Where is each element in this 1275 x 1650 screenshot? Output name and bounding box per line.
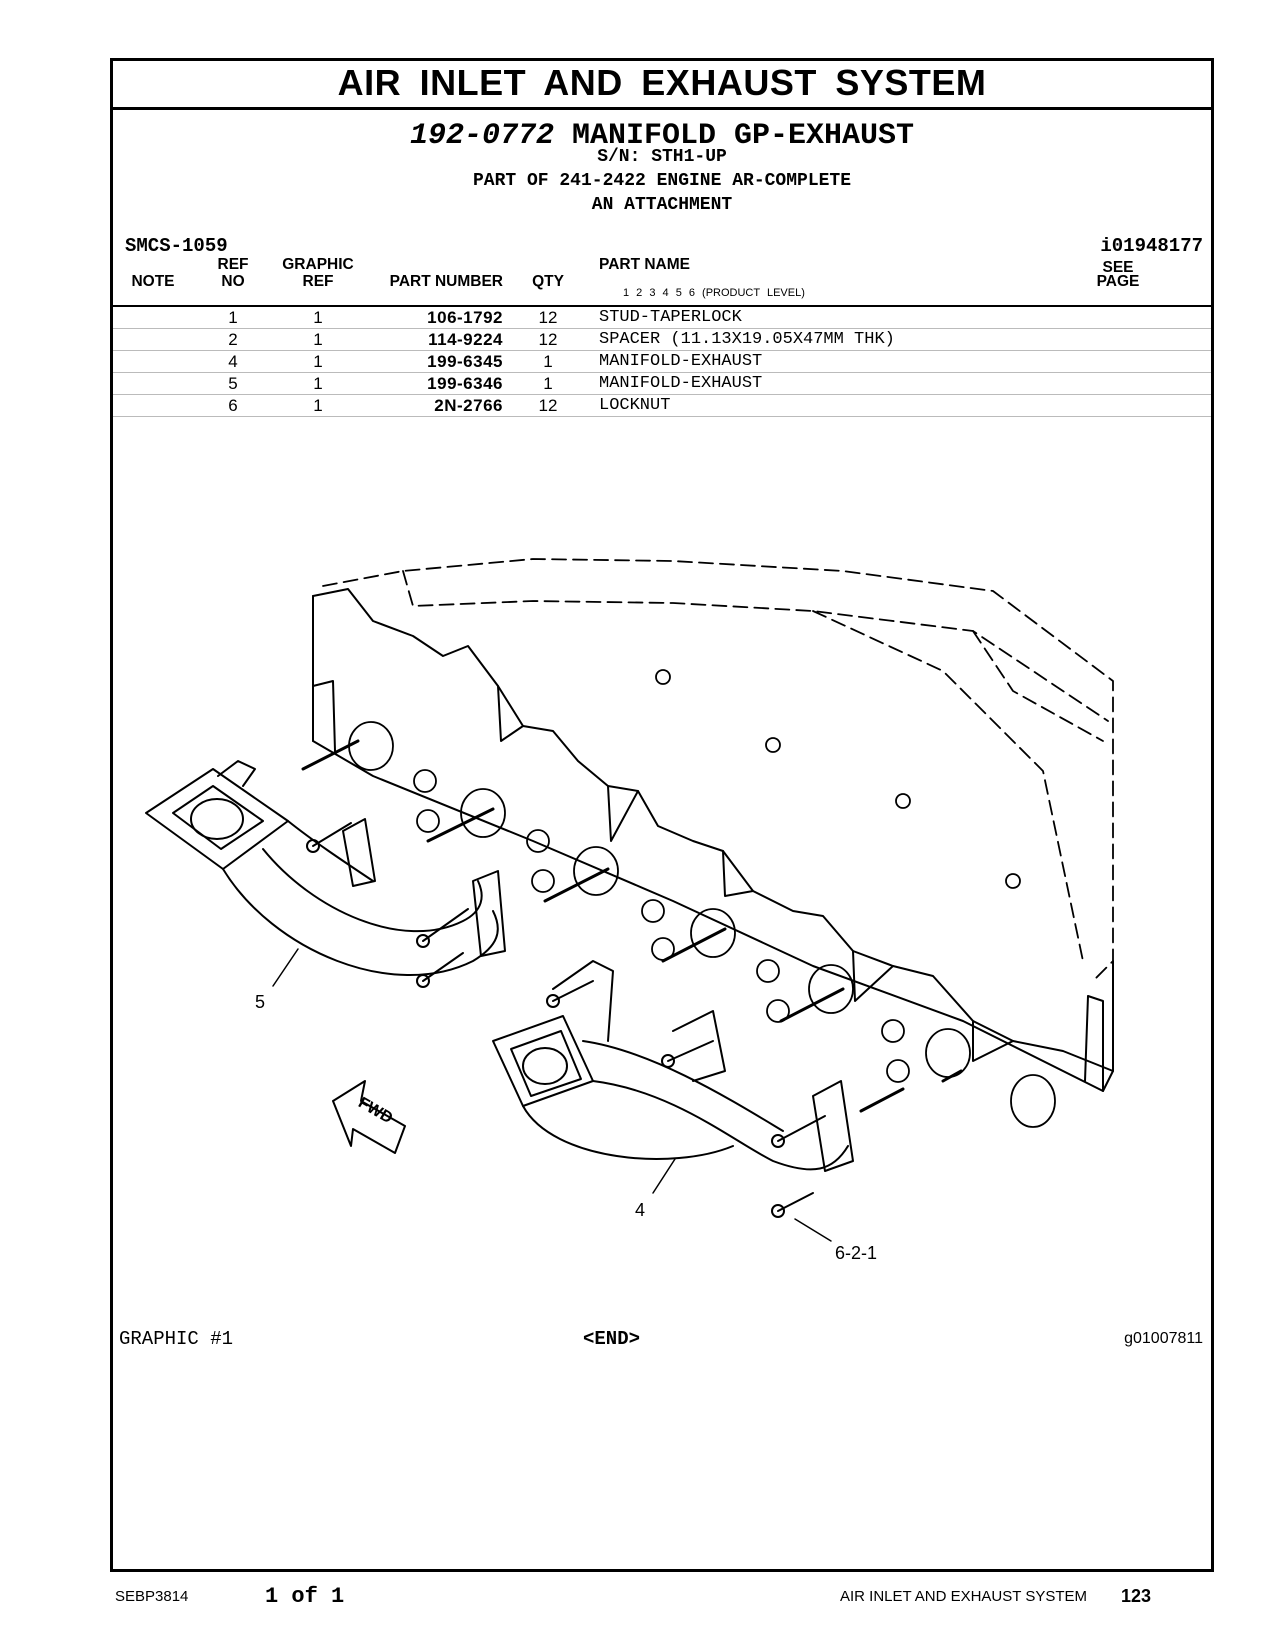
col-part-number: PART NUMBER — [389, 273, 503, 290]
table-row: 6 1 2N-2766 12 LOCKNUT — [113, 395, 1211, 417]
part-number: 199-6346 — [427, 374, 503, 393]
col-see-line2: PAGE — [1096, 273, 1140, 290]
graphic-ref: 1 — [313, 374, 323, 393]
part-name: LOCKNUT — [599, 396, 671, 415]
col-note: NOTE — [131, 273, 175, 290]
quantity: 1 — [543, 374, 553, 393]
col-graphic-line2: REF — [302, 273, 334, 290]
serial-range: S/N: STH1-UP — [597, 147, 727, 167]
col-graphic-line1: GRAPHIC — [282, 256, 354, 273]
col-ref-line1: REF — [217, 256, 249, 273]
cylinder-head-face — [312, 588, 1114, 1092]
end-marker: <END> — [583, 1328, 641, 1350]
part-name: SPACER (11.13X19.05X47MM THK) — [599, 330, 895, 349]
callout-4: 4 — [635, 1200, 645, 1220]
quantity: 12 — [538, 396, 558, 415]
part-of-line: PART OF 241-2422 ENGINE AR-COMPLETE — [472, 171, 852, 191]
illustration-id: i01948177 — [1100, 235, 1203, 257]
ref-no: 1 — [228, 308, 238, 327]
group-part-number: 192-0772 — [409, 119, 554, 153]
callout-leaders — [272, 948, 832, 1242]
cylinder-head-outline — [322, 558, 1114, 982]
part-number: 2N-2766 — [434, 396, 503, 415]
part-name: STUD-TAPERLOCK — [599, 308, 742, 327]
product-level-header: 1 2 3 4 5 6 (PRODUCT LEVEL) — [623, 287, 805, 299]
graphic-ref: 1 — [313, 352, 323, 371]
smcs-code: SMCS-1059 — [125, 235, 228, 257]
footer-page-number: 123 — [1121, 1586, 1152, 1606]
ref-no: 4 — [228, 352, 238, 371]
footer-system-name: AIR INLET AND EXHAUST SYSTEM — [840, 1588, 1088, 1605]
graphic-ref: 1 — [313, 396, 323, 415]
graphic-label: GRAPHIC #1 — [119, 1328, 234, 1350]
part-number: 114-9224 — [428, 330, 503, 349]
forward-arrow — [332, 1080, 406, 1154]
table-row: 2 1 114-9224 12 SPACER (11.13X19.05X47MM… — [113, 329, 1211, 351]
page-title: AIR INLET AND EXHAUST SYSTEM — [113, 61, 1211, 110]
part-number: 199-6345 — [427, 352, 503, 371]
graphic-ref: 1 — [313, 308, 323, 327]
callout-5: 5 — [255, 992, 265, 1012]
group-part-name: MANIFOLD GP-EXHAUST — [571, 119, 915, 153]
part-name: MANIFOLD-EXHAUST — [599, 352, 763, 371]
quantity: 12 — [538, 330, 558, 349]
manifold-upper — [145, 760, 506, 988]
part-number: 106-1792 — [427, 308, 503, 327]
graphic-id: g01007811 — [1124, 1330, 1203, 1347]
footer-document-number: SEBP3814 — [115, 1588, 189, 1605]
col-ref-line2: NO — [221, 273, 245, 290]
col-part-name: PART NAME — [599, 256, 690, 273]
col-qty: QTY — [532, 273, 564, 290]
ref-no: 2 — [228, 330, 238, 349]
page-frame: AIR INLET AND EXHAUST SYSTEM 192-0772 MA… — [110, 58, 1214, 1572]
stud-lines — [301, 739, 963, 1113]
port-openings — [348, 669, 1056, 1128]
table-row: 4 1 199-6345 1 MANIFOLD-EXHAUST — [113, 351, 1211, 373]
part-name: MANIFOLD-EXHAUST — [599, 374, 763, 393]
ref-no: 5 — [228, 374, 238, 393]
footer-page-of: 1 of 1 — [265, 1584, 345, 1609]
callout-6-2-1: 6-2-1 — [835, 1243, 877, 1263]
table-row: 1 1 106-1792 12 STUD-TAPERLOCK — [113, 307, 1211, 329]
group-heading: 192-0772 MANIFOLD GP-EXHAUST — [113, 119, 1211, 153]
fwd-label: FWD — [355, 1094, 395, 1127]
exploded-view-drawing: 5 4 6-2-1 FWD — [145, 558, 1114, 1263]
quantity: 12 — [538, 308, 558, 327]
manifold-lower — [492, 960, 854, 1218]
header-rule — [113, 305, 1211, 307]
table-row: 5 1 199-6346 1 MANIFOLD-EXHAUST — [113, 373, 1211, 395]
attachment-line: AN ATTACHMENT — [591, 195, 733, 215]
ref-no: 6 — [228, 396, 238, 415]
quantity: 1 — [543, 352, 553, 371]
graphic-ref: 1 — [313, 330, 323, 349]
col-see-line1: SEE — [1102, 259, 1134, 276]
